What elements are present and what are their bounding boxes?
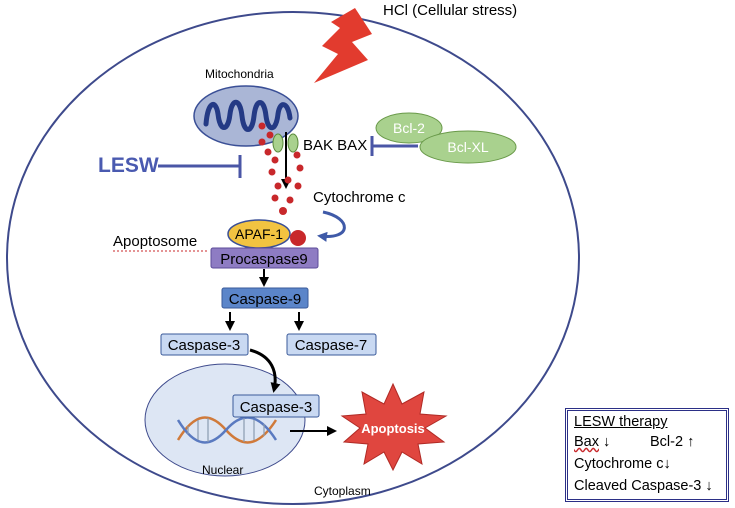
legend-cleaved: Cleaved Caspase-3 <box>574 478 702 494</box>
cytoplasm-label: Cytoplasm <box>314 484 371 498</box>
procaspase9-node <box>210 247 319 269</box>
nucleus <box>144 363 306 477</box>
apoptosis-starburst <box>340 382 448 472</box>
stress-label: HCl (Cellular stress) <box>383 2 517 19</box>
legend-cytochrome-row: Cytochrome c↓ <box>574 456 671 472</box>
legend-bax: Bax <box>574 434 599 450</box>
down-arrow-icon: ↓ <box>663 456 671 472</box>
legend-title: LESW therapy <box>574 414 668 430</box>
down-arrow-icon: ↓ <box>603 434 611 450</box>
cytochrome-c-dots <box>258 122 304 215</box>
dna-helix-icon <box>176 416 278 444</box>
lesw-label: LESW <box>98 154 159 177</box>
caspase3-nuclear-label: Caspase-3 <box>240 399 313 416</box>
caspase7-label: Caspase-7 <box>295 337 368 354</box>
bcl2-node <box>375 112 443 144</box>
caspase9-label: Caspase-9 <box>229 291 302 308</box>
nuclear-label: Nuclear <box>202 463 243 477</box>
lightning-icon <box>314 8 372 83</box>
bak-bax-label: BAK BAX <box>303 137 367 154</box>
apoptosis-label: Apoptosis <box>361 421 425 436</box>
caspase3-nuclear-arrow <box>249 348 281 393</box>
caspase3-label: Caspase-3 <box>168 337 241 354</box>
bclxl-node <box>419 130 517 164</box>
down-arrow-icon: ↓ <box>705 478 713 494</box>
caspase7-node <box>286 333 377 356</box>
legend-bax-row: Bax ↓ <box>574 434 610 450</box>
cytochrome-label: Cytochrome c <box>313 189 406 206</box>
bcl2-label: Bcl-2 <box>393 120 425 136</box>
caspase3-nuclear-node <box>232 394 320 418</box>
caspase3-node <box>160 333 249 356</box>
legend-cytochrome: Cytochrome c <box>574 456 664 472</box>
lesw-therapy-legend: LESW therapy Bax ↓ Bcl-2 ↑ Cytochrome c↓… <box>565 408 729 502</box>
bclxl-label: Bcl-XL <box>447 139 488 155</box>
cytochrome-curve-arrow <box>317 210 346 242</box>
mitochondria-label: Mitochondria <box>205 67 274 81</box>
procaspase9-label: Procaspase9 <box>220 251 308 268</box>
legend-cleaved-row: Cleaved Caspase-3 ↓ <box>574 478 713 494</box>
apaf1-label: APAF-1 <box>235 226 283 242</box>
mitochondria-icon <box>193 85 299 147</box>
cell-membrane <box>6 11 580 505</box>
caspase9-node <box>221 287 309 309</box>
cytochrome-bound-dot <box>290 230 306 246</box>
up-arrow-icon: ↑ <box>687 434 695 450</box>
apoptosome-label: Apoptosome <box>113 233 197 250</box>
bak-bax-channel-icon <box>272 133 299 153</box>
legend-bcl2: Bcl-2 <box>650 434 684 450</box>
legend-bcl2-row: Bcl-2 ↑ <box>650 434 694 450</box>
